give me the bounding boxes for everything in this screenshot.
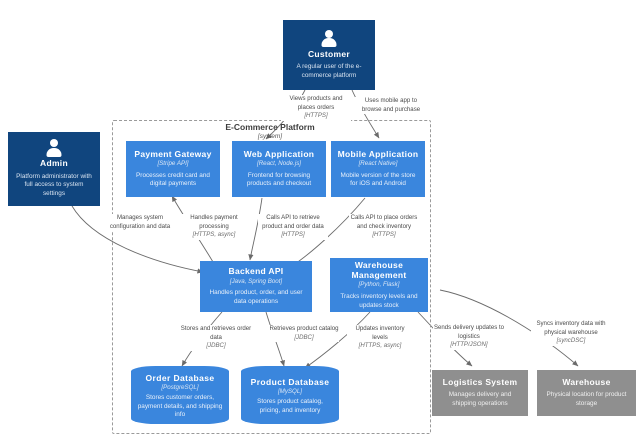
edge-text: Views products and places orders — [289, 95, 343, 111]
edge-text: Manages system configuration and data — [109, 214, 171, 230]
node-title: Customer — [307, 48, 351, 59]
edge-text: Uses mobile app to browse and purchase — [361, 97, 421, 113]
edge-protocol: [JDBC] — [294, 333, 314, 341]
edge-label-backend-productdb: Retrieves product catalog [JDBC] — [269, 325, 339, 343]
node-backend-api[interactable]: Backend API [Java, Spring Boot] Handles … — [200, 261, 312, 312]
edge-text: Updates inventory levels — [355, 325, 405, 341]
node-title: Logistics System — [442, 377, 518, 388]
edge-text: Retrieves product catalog — [269, 325, 339, 332]
node-description: A regular user of the e-commerce platfor… — [296, 62, 362, 79]
system-boundary-label: E-Commerce Platform [system] — [200, 122, 340, 141]
cylinder-body — [241, 371, 339, 418]
node-description: Stores product catalog, pricing, and inv… — [257, 398, 323, 414]
node-mobile-application[interactable]: Mobile Application [React Native] Mobile… — [331, 141, 425, 197]
person-icon — [321, 29, 337, 48]
node-description: Processes credit card and digital paymen… — [136, 171, 210, 188]
node-warehouse[interactable]: Warehouse Physical location for product … — [537, 370, 636, 416]
edge-label-customer-mobile: Uses mobile app to browse and purchase — [355, 97, 427, 115]
person-icon — [46, 139, 62, 157]
edge-text: Stores and retrieves order data — [180, 325, 252, 341]
node-admin[interactable]: Admin Platform administrator with full a… — [8, 132, 100, 206]
edge-protocol: [HTTPS, async] — [192, 231, 236, 239]
edge-text: Handles payment processing — [190, 214, 238, 230]
edge-protocol: [JDBC] — [206, 342, 226, 350]
edge-protocol: [HTTPS] — [372, 231, 396, 239]
node-description: Frontend for browsing products and check… — [246, 171, 312, 188]
edge-text: Sends delivery updates to logistics — [433, 324, 505, 340]
edge-protocol: [HTTPS] — [304, 112, 328, 120]
edge-label-backend-orderdb: Stores and retrieves order data [JDBC] — [180, 325, 252, 351]
cylinder-top — [131, 366, 229, 377]
system-boundary — [112, 120, 431, 434]
edge-label-web-backend: Calls API to retrieve product and order … — [258, 214, 328, 240]
edge-text: Syncs inventory data with physical wareh… — [536, 320, 606, 336]
edge-protocol: [HTTP/JSON] — [450, 341, 488, 349]
edge-label-warehouse-productdb: Updates inventory levels [HTTPS, async] — [347, 325, 413, 351]
node-description: Manages delivery and shipping operations — [448, 391, 512, 408]
node-title: Backend API — [228, 266, 284, 277]
boundary-subtitle: [system] — [257, 132, 283, 140]
node-title: Warehouse — [562, 377, 611, 388]
node-web-application[interactable]: Web Application [React, Node.js] Fronten… — [232, 141, 326, 197]
node-tech: [React, Node.js] — [256, 160, 302, 168]
node-tech: [Java, Spring Boot] — [229, 277, 283, 285]
node-product-database[interactable]: Product Database [MySQL] Stores product … — [241, 366, 339, 424]
node-order-database[interactable]: Order Database [PostgreSQL] Stores custo… — [131, 366, 229, 424]
node-warehouse-management[interactable]: Warehouse Management [Python, Flask] Tra… — [330, 258, 428, 312]
node-title: Payment Gateway — [134, 148, 212, 159]
node-tech: [PostgreSQL] — [161, 384, 199, 392]
node-description: Tracks inventory levels and updates stoc… — [340, 292, 418, 309]
edge-label-admin-backend: Manages system configuration and data — [104, 214, 176, 232]
edge-label-backend-logistics: Sends delivery updates to logistics [HTT… — [433, 324, 505, 350]
edge-label-backend-payment: Handles payment processing [HTTPS, async… — [178, 214, 250, 240]
node-description: Platform administrator with full access … — [16, 172, 92, 197]
cylinder-bottom — [131, 413, 229, 424]
node-title: Warehouse Management — [351, 259, 407, 280]
boundary-title: E-Commerce Platform — [225, 122, 315, 132]
node-description: Stores customer orders, payment details,… — [137, 394, 223, 419]
node-title: Admin — [40, 158, 68, 169]
node-description: Handles product, order, and user data op… — [209, 289, 303, 305]
cylinder-bottom — [241, 413, 339, 424]
cylinder-body — [131, 371, 229, 418]
edge-protocol: [HTTPS] — [281, 231, 305, 239]
node-tech: [MySQL] — [277, 388, 303, 396]
edge-label-mobile-backend: Calls API to place orders and check inve… — [349, 214, 419, 240]
edge-protocol: [HTTPS, async] — [358, 342, 402, 350]
node-title: Product Database — [250, 377, 330, 388]
node-logistics-system[interactable]: Logistics System Manages delivery and sh… — [432, 370, 528, 416]
edge-text: Calls API to retrieve product and order … — [262, 214, 324, 230]
node-description: Mobile version of the store for iOS and … — [340, 171, 416, 188]
node-title: Order Database — [145, 373, 215, 384]
edge-label-customer-web: Views products and places orders [HTTPS] — [281, 95, 351, 121]
edge-protocol: [syncDSC] — [556, 337, 586, 345]
node-tech: [Python, Flask] — [358, 281, 400, 289]
edge-text: Calls API to place orders and check inve… — [350, 214, 418, 230]
node-tech: [Stripe API] — [157, 160, 189, 168]
node-payment-gateway[interactable]: Payment Gateway [Stripe API] Processes c… — [126, 141, 220, 197]
node-title: Mobile Application — [337, 148, 419, 159]
cylinder-top — [241, 366, 339, 377]
node-title: Web Application — [243, 148, 315, 159]
node-customer[interactable]: Customer A regular user of the e-commerc… — [283, 20, 375, 90]
node-description: Physical location for product storage — [546, 391, 627, 408]
edge-label-warehouse-physical: Syncs inventory data with physical wareh… — [531, 320, 611, 346]
node-tech: [React Native] — [358, 160, 398, 168]
